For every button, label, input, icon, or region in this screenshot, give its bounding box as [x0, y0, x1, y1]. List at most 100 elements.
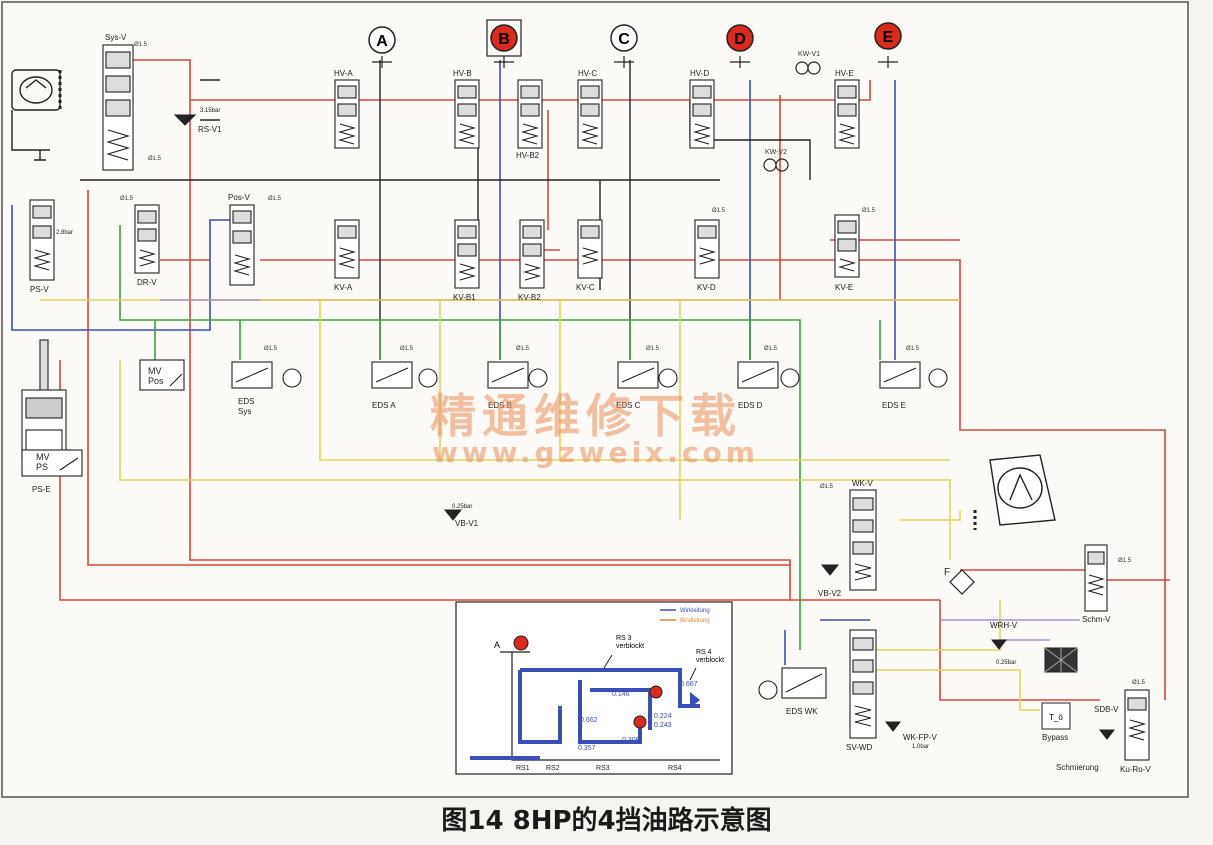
label-filter: F	[944, 567, 950, 578]
orifice-markers	[372, 56, 898, 172]
watermark-url: www.gzweix.com	[432, 436, 759, 469]
valve-schm-v	[1084, 544, 1108, 612]
inset-brake-indicator	[649, 685, 663, 699]
valve-kv-e	[834, 214, 860, 278]
valve-ku-ro-v	[1124, 689, 1150, 761]
solenoid-eds-wk	[758, 667, 827, 700]
orifice-label: Ø1.5	[120, 196, 134, 202]
t-box-label: T_ö	[1049, 713, 1063, 722]
blue-pilot-lines	[11, 60, 896, 665]
orifice-label: Ø1.5	[134, 42, 148, 48]
valve-pos-v	[229, 204, 255, 286]
valve-kv-d	[694, 219, 720, 279]
inset-value: 0.308	[622, 737, 640, 744]
label-hv-b: HV-B	[453, 69, 472, 78]
component-labels: Sys-V HV-A HV-B HV-B2 HV-C HV-D HV-E PS-…	[30, 33, 1151, 774]
figure-caption: 图14 8HP的4挡油路示意图	[441, 806, 772, 836]
solenoid-eds-b	[487, 361, 548, 389]
label-eds-e: EDS E	[882, 401, 906, 410]
inset-rs4-blocked-line: verblockt	[696, 657, 724, 664]
solenoid-eds-d	[737, 361, 800, 389]
label-eds-a: EDS A	[372, 401, 396, 410]
filter-symbol	[949, 569, 975, 595]
valve-hv-c	[577, 79, 603, 149]
label-kv-e: KV-E	[835, 283, 853, 292]
grey-lines	[160, 299, 1080, 641]
label-eds-b: EDS B	[488, 401, 512, 410]
valve-kv-c	[577, 219, 603, 279]
valve-hv-a	[334, 79, 360, 149]
label-sdb-v: SDB-V	[1094, 705, 1119, 714]
label-schm-v: Schm-V	[1082, 615, 1111, 624]
label-wk-v: WK-V	[852, 479, 874, 488]
kw-v2-label: KW-V2	[765, 149, 787, 156]
label-hv-d: HV-D	[690, 69, 709, 78]
orifice-label: Ø1.5	[1118, 558, 1132, 564]
clutch-node-a: A	[368, 26, 396, 54]
inset-value: 0.243	[654, 722, 672, 729]
label-kv-d: KV-D	[697, 283, 716, 292]
orifice-label: Ø1.5	[646, 346, 660, 352]
valve-sv-wd	[849, 629, 877, 739]
pump-symbol	[11, 69, 62, 161]
inset-rs3-blocked-line: RS 3	[616, 635, 632, 642]
label-eds-sys-line: Sys	[238, 407, 251, 416]
label-kv-a: KV-A	[334, 283, 353, 292]
label-hv-c: HV-C	[578, 69, 597, 78]
converter-symbol	[973, 454, 1056, 530]
valve-kv-b2	[519, 219, 545, 289]
inset-station: RS4	[668, 765, 682, 772]
orifice-label: Ø1.5	[712, 208, 726, 214]
clutch-node-b: B	[486, 19, 522, 57]
label-hv-b2: HV-B2	[516, 151, 540, 160]
label-vb-v1: VB-V1	[455, 519, 479, 528]
inset-value: 0.146	[612, 691, 630, 698]
label-pos-v: Pos-V	[228, 193, 250, 202]
label-vb-v1-bar: 0.25bar	[452, 504, 472, 510]
label-hv-e: HV-E	[835, 69, 854, 78]
relief-valves	[173, 114, 1116, 740]
valve-wk-v	[849, 489, 877, 591]
valve-ps-v	[29, 199, 55, 281]
label-sv-wd: SV-WD	[846, 743, 872, 752]
valve-kv-a	[334, 219, 360, 279]
inset-brake-indicator	[513, 635, 529, 651]
orifice-label: Ø1.5	[906, 346, 920, 352]
orifice-label: Ø1.5	[148, 156, 162, 162]
label-mv-pos-line: Pos	[148, 376, 164, 386]
label-bypass: Bypass	[1042, 733, 1068, 742]
solenoid-eds-sys	[231, 361, 302, 389]
label-rs-v1: RS-V1	[198, 125, 222, 134]
inset-brake-indicator	[633, 715, 647, 729]
label-ps-e: PS-E	[32, 485, 51, 494]
label-eds-wk: EDS WK	[786, 707, 818, 716]
kw-v1-label: KW-V1	[798, 51, 820, 58]
clutch-node-a-label: A	[376, 33, 388, 50]
inset-station: RS3	[596, 765, 610, 772]
label-mv-ps-line: PS	[36, 462, 48, 472]
solenoid-symbols	[21, 359, 948, 700]
label-kv-c: KV-C	[576, 283, 595, 292]
clutch-node-c: C	[610, 24, 638, 52]
solenoid-eds-a	[371, 361, 438, 389]
inset-station: RS1	[516, 765, 530, 772]
inset-value: 0.667	[680, 681, 698, 688]
orifice-label: Ø1.5	[820, 484, 834, 490]
orifice-size-labels: Ø1.5 Ø1.5 Ø1.5 Ø1.5 Ø1.5 Ø1.5 Ø1.5 Ø1.5 …	[120, 42, 1146, 686]
valve-kv-b1	[454, 219, 480, 289]
inset-value: 0.357	[578, 745, 596, 752]
inset-value: 0.662	[580, 717, 598, 724]
valve-hv-b	[454, 79, 480, 149]
clutch-node-e-label: E	[883, 29, 894, 46]
valve-dr-v	[134, 204, 160, 274]
inset-value: 0.224	[654, 713, 672, 720]
label-sys-v: Sys-V	[105, 33, 127, 42]
label-hv-a: HV-A	[334, 69, 353, 78]
watermark-cn: 精通维修下载	[430, 389, 742, 443]
solenoid-eds-e	[879, 361, 948, 389]
